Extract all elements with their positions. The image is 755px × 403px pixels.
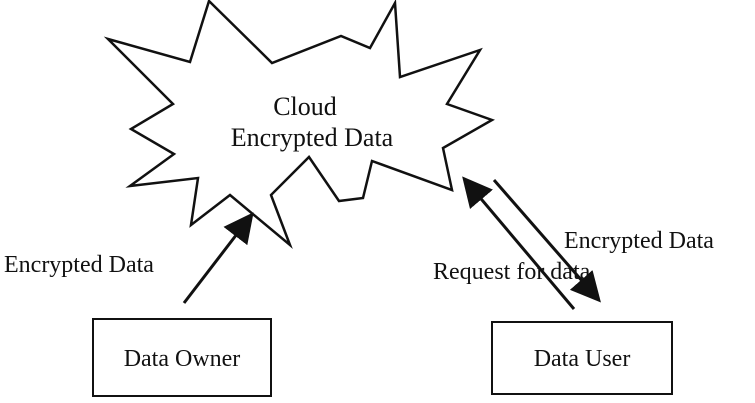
owner-to-cloud-label: Encrypted Data (4, 252, 154, 278)
user-to-cloud-label: Request for data (433, 259, 591, 285)
data-owner-label: Data Owner (124, 346, 241, 372)
data-user-label: Data User (534, 346, 631, 372)
data-owner-box (92, 318, 272, 397)
cloud-title: Cloud (273, 92, 337, 121)
owner-to-cloud-arrow (182, 212, 254, 304)
cloud-starburst-shape (103, 0, 495, 250)
cloud-subtitle: Encrypted Data (231, 123, 394, 152)
user-to-cloud-arrow (462, 176, 576, 310)
data-user-box (491, 321, 673, 395)
cloud-to-user-arrow (492, 179, 601, 303)
cloud-to-user-label: Encrypted Data (564, 228, 714, 254)
